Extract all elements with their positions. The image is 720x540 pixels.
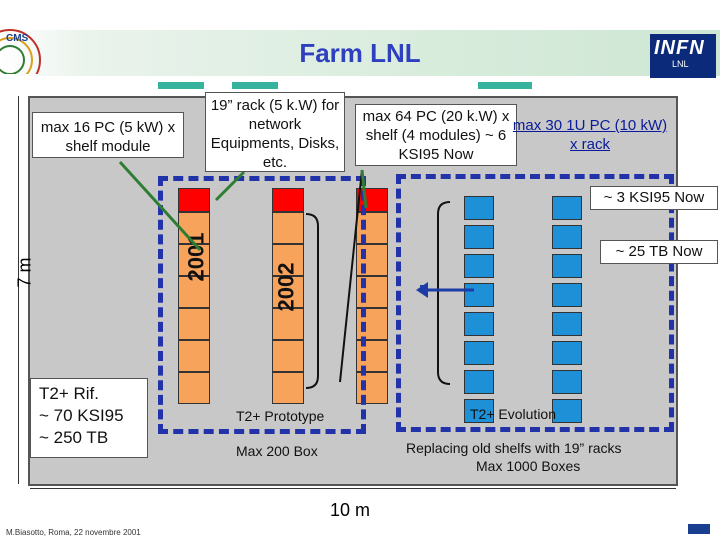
t2-evolution-label: T2+ Evolution	[470, 406, 556, 422]
shelf-unit	[464, 196, 494, 220]
rack-unit	[178, 340, 210, 372]
t2-reference-title: T2+ Rif.	[39, 384, 99, 403]
network-rack-note: 19” rack (5 k.W) for network Equipments,…	[205, 92, 345, 172]
shelf-unit	[464, 370, 494, 394]
infn-logo: INFN LNL	[650, 34, 716, 78]
cms-logo	[0, 18, 44, 74]
shelf-unit	[464, 283, 494, 307]
rack-unit	[272, 276, 304, 308]
t2-reference-tb: ~ 250 TB	[39, 428, 109, 447]
shelf-unit	[552, 370, 582, 394]
rack-unit	[272, 244, 304, 276]
shelf-unit	[552, 196, 582, 220]
shelf-unit	[552, 341, 582, 365]
replacing-shelfs-label: Replacing old shelfs with 19” racks	[406, 440, 622, 456]
width-dimension: 10 m	[330, 500, 371, 520]
rack-unit	[178, 308, 210, 340]
rack-capacity-note: max 30 1U PC (10 kW) x rack	[512, 117, 668, 153]
t2-prototype-region	[158, 176, 366, 434]
shelf-unit	[552, 312, 582, 336]
rack-unit	[178, 276, 210, 308]
t2-prototype-label: T2+ Prototype	[236, 408, 325, 424]
shelf-unit	[552, 283, 582, 307]
rack-unit	[272, 308, 304, 340]
shelf-unit	[464, 225, 494, 249]
page-title: Farm LNL	[299, 38, 421, 68]
shelf-capacity-note: max 64 PC (20 k.W) x shelf (4 modules) ~…	[355, 104, 517, 166]
footer-credit: M.Biasotto, Roma, 22 novembre 2001	[6, 528, 141, 537]
shelf-unit	[552, 254, 582, 278]
rack-unit	[272, 212, 304, 244]
rack-unit	[272, 340, 304, 372]
shelf-bracket	[437, 201, 451, 385]
max-1000-label: Max 1000 Boxes	[476, 458, 581, 474]
rack-unit	[178, 244, 210, 276]
rack-top-unit	[272, 188, 304, 212]
tb-now-note: ~ 25 TB Now	[600, 240, 718, 264]
wall-marker	[232, 82, 278, 89]
shelf-module-note: max 16 PC (5 kW) x shelf module	[32, 112, 184, 158]
cms-logo-text: CMS	[6, 33, 29, 44]
wall-marker	[478, 82, 532, 89]
shelf-unit	[552, 225, 582, 249]
max-200-label: Max 200 Box	[236, 443, 318, 459]
wall-marker	[158, 82, 204, 89]
t2-evolution-region	[396, 174, 674, 432]
rack-top-unit	[178, 188, 210, 212]
ksi-now-note: ~ 3 KSI95 Now	[590, 186, 718, 210]
infn-logo-text: INFN	[654, 37, 705, 59]
rack-unit	[178, 372, 210, 404]
shelf-unit	[464, 341, 494, 365]
shelf-unit	[464, 312, 494, 336]
page-icon	[688, 524, 710, 534]
header-band	[0, 30, 720, 76]
shelf-unit	[464, 399, 494, 423]
shelf-unit	[552, 399, 582, 423]
t2-reference-ksi: ~ 70 KSI95	[39, 406, 124, 425]
lnl-logo-text: LNL	[672, 59, 689, 69]
height-dimension-line	[18, 96, 19, 484]
width-dimension-line	[30, 488, 676, 489]
t2-reference-box: T2+ Rif. ~ 70 KSI95 ~ 250 TB	[30, 378, 148, 458]
rack-bracket	[305, 213, 319, 389]
rack-unit	[272, 372, 304, 404]
shelf-unit	[464, 254, 494, 278]
